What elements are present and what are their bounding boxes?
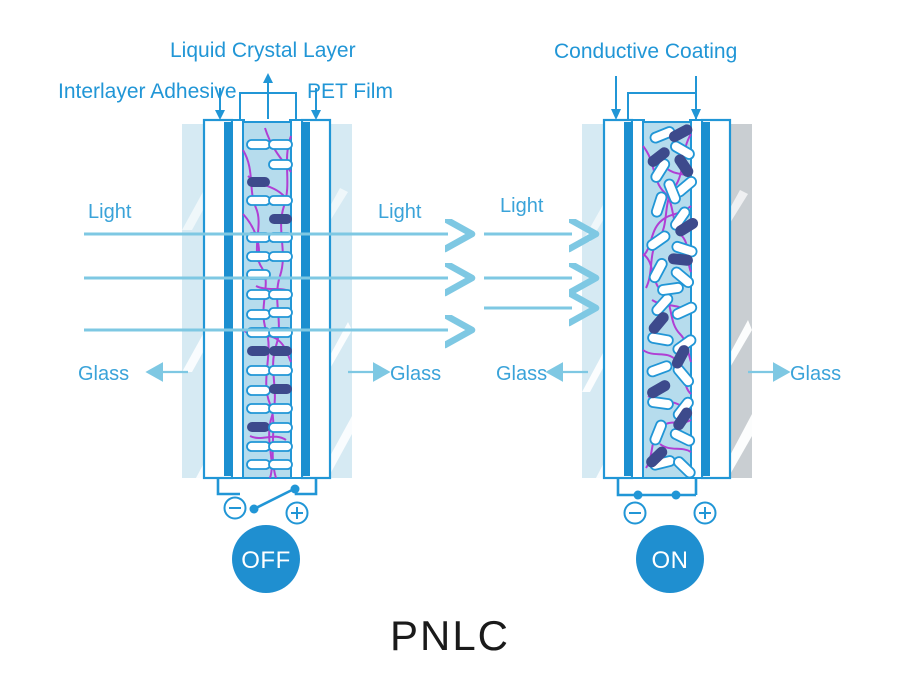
- label-right-glass-left: Glass: [496, 363, 547, 385]
- label-left-light-in: Light: [88, 201, 132, 223]
- label-left-light-out: Light: [378, 201, 422, 223]
- left-conductive-coating-left: [224, 122, 233, 476]
- right-conductive-coating-left: [624, 122, 633, 476]
- left-light-rays: [84, 234, 448, 330]
- right-state-label: ON: [652, 547, 689, 574]
- label-left-glass-left: Glass: [78, 363, 129, 385]
- left-conductive-coating-right: [301, 122, 310, 476]
- right-lc-rods: [646, 124, 699, 479]
- label-left-glass-right: Glass: [390, 363, 441, 385]
- left-switch-blade: [253, 487, 295, 511]
- label-right-glass-right: Glass: [790, 363, 841, 385]
- label-right-light-in: Light: [500, 195, 544, 217]
- label-interlayer-adhesive: Interlayer Adhesive: [58, 80, 237, 103]
- arrow-down-icon: [311, 110, 321, 120]
- right-panel-group: ON: [484, 76, 791, 593]
- arrow-down-icon: [215, 110, 225, 120]
- right-plus-terminal: [693, 501, 717, 525]
- left-state-label: OFF: [241, 547, 291, 574]
- label-liquid-crystal-layer: Liquid Crystal Layer: [170, 39, 356, 62]
- label-conductive-coating: Conductive Coating: [554, 40, 737, 63]
- arrow-down-icon: [611, 109, 621, 120]
- arrow-up-icon: [263, 73, 273, 83]
- right-circuit-leads: [616, 478, 698, 497]
- arrow-down-icon: [691, 109, 701, 120]
- left-switch-contact[interactable]: [290, 484, 300, 494]
- left-minus-terminal: [223, 496, 247, 520]
- right-minus-terminal: [623, 501, 647, 525]
- label-pet-film: PET Film: [307, 80, 393, 103]
- left-plus-terminal: [285, 501, 309, 525]
- left-switch-pivot[interactable]: [249, 504, 259, 514]
- left-state-badge[interactable]: [232, 525, 300, 593]
- left-panel-group: OFF: [84, 73, 448, 593]
- right-state-badge[interactable]: [636, 525, 704, 593]
- right-switch-pivot[interactable]: [633, 490, 643, 500]
- right-light-rays: [484, 234, 572, 308]
- right-switch-contact[interactable]: [671, 490, 681, 500]
- page-title: PNLC: [390, 612, 510, 659]
- right-conductive-coating-right: [701, 122, 710, 476]
